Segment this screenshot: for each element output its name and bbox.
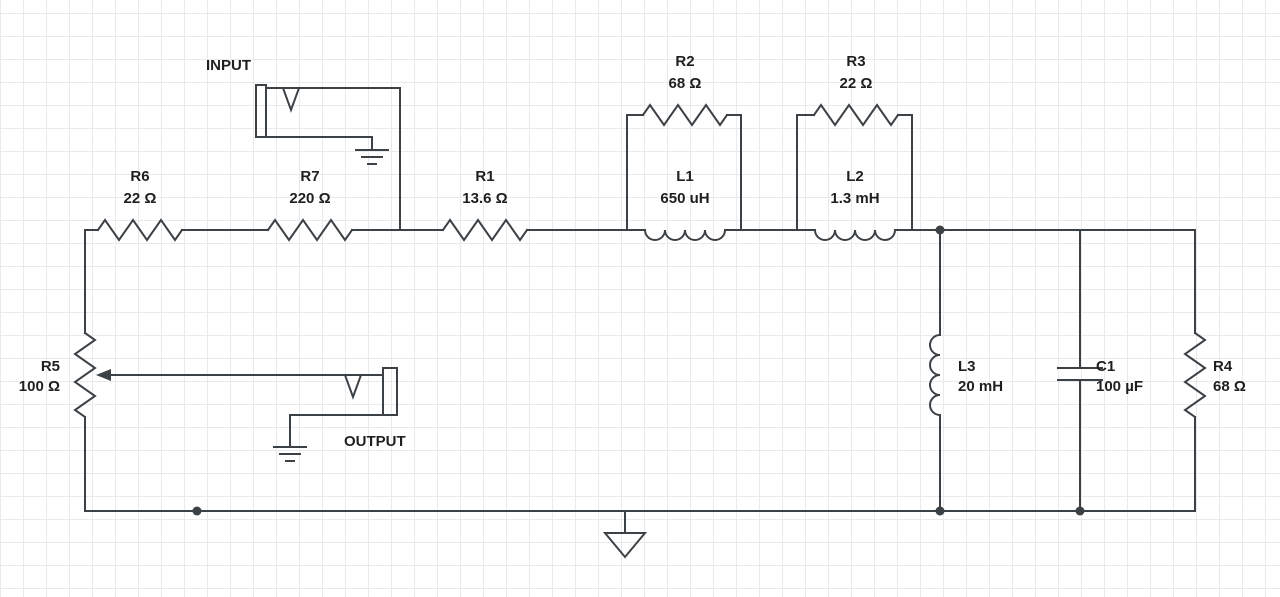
resistor-R7[interactable]: R7 220 Ω [266,168,354,242]
component-name-label: R4 [1213,358,1233,375]
component-name-label: C1 [1096,358,1115,375]
inductor-body [813,228,897,241]
resistor-R6[interactable]: R6 22 Ω [96,168,184,242]
resistor-body [441,218,529,242]
junction-dot [192,506,202,516]
junction-dot [1075,506,1085,516]
component-name-label: R6 [130,168,149,185]
component-name-label: R3 [846,53,865,70]
component-name-label: L1 [676,168,694,185]
input-ground[interactable] [355,136,389,165]
junction-dot [935,506,945,516]
component-name-label: R7 [300,168,319,185]
resistor-R3[interactable]: R3 22 Ω [812,53,900,127]
earth-ground-icon [273,446,307,462]
component-value-label: 20 mH [958,378,1003,395]
jack-tip-contact [281,86,301,113]
jack-plug [255,84,267,138]
resistor-body [641,103,729,127]
component-name-label: R1 [475,168,494,185]
inductor-L1[interactable]: L1 650 uH [643,168,727,241]
input-jack[interactable]: INPUT [206,57,301,138]
bottom-ground[interactable] [602,532,648,559]
component-value-label: 100 Ω [19,378,60,395]
resistor-body [266,218,354,242]
component-value-label: 68 Ω [1213,378,1246,395]
component-value-label: 22 Ω [124,190,157,207]
input-label: INPUT [206,57,251,74]
resistor-body [1183,331,1207,419]
potentiometer-R5[interactable]: R5 100 Ω [19,331,111,419]
component-value-label: 100 µF [1096,378,1143,395]
component-name-label: L2 [846,168,864,185]
output-label: OUTPUT [344,433,406,450]
inductor-body [929,333,942,417]
resistor-body [812,103,900,127]
component-name-label: R5 [41,358,60,375]
resistor-R4[interactable]: R4 68 Ω [1183,331,1246,419]
junction-dots [192,225,1085,516]
chassis-ground-icon [602,532,648,559]
component-value-label: 220 Ω [289,190,330,207]
jack-tip-contact [343,373,363,400]
circuit-wires [84,87,1196,534]
component-name-label: R2 [675,53,694,70]
inductor-L3[interactable]: L3 20 mH [929,333,1003,417]
jack-plug [382,367,398,416]
junction-dot [935,225,945,235]
wiper-arrowhead [96,369,111,381]
output-ground[interactable] [273,446,307,462]
resistor-body [96,218,184,242]
inductor-L2[interactable]: L2 1.3 mH [813,168,897,241]
capacitor-C1[interactable]: C1 100 µF [1057,358,1143,395]
component-value-label: 13.6 Ω [462,190,507,207]
capacitor-plates [1057,367,1103,381]
resistor-R1[interactable]: R1 13.6 Ω [441,168,529,242]
resistor-body [73,331,97,419]
component-value-label: 22 Ω [840,75,873,92]
component-name-label: L3 [958,358,976,375]
component-value-label: 68 Ω [669,75,702,92]
inductor-body [643,228,727,241]
earth-ground-icon [355,136,389,165]
component-value-label: 1.3 mH [830,190,879,207]
component-value-label: 650 uH [660,190,709,207]
output-jack[interactable]: OUTPUT [343,367,406,450]
resistor-R2[interactable]: R2 68 Ω [641,53,729,127]
